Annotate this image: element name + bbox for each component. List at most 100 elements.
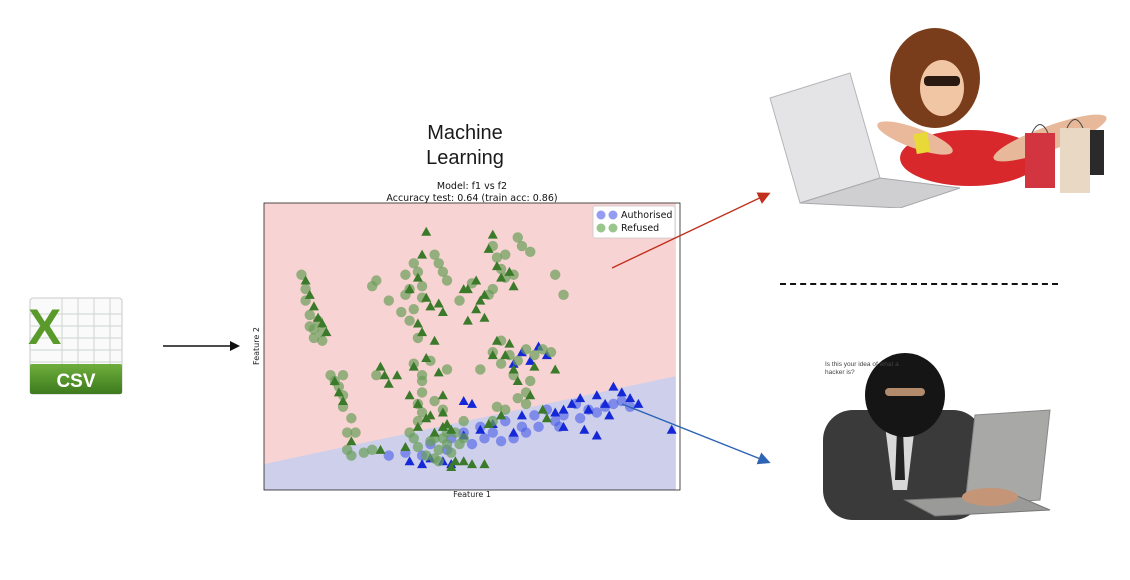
authorised-triangle-point [604, 410, 615, 420]
refused-triangle-point [383, 378, 394, 388]
refused-triangle-point [475, 295, 486, 305]
authorised-point [574, 413, 586, 424]
refused-point [337, 370, 349, 381]
y-axis-label: Feature 2 [252, 327, 261, 365]
refused-triangle-point [446, 462, 457, 472]
refused-triangle-point [479, 459, 490, 469]
authorised-triangle-point [625, 393, 636, 403]
authorised-triangle-point [458, 396, 469, 406]
authorised-triangle-point [575, 393, 586, 403]
dashed-separator [780, 283, 1058, 285]
chart-title-line-2: Accuracy test: 0.64 (train acc: 0.86) [386, 193, 557, 204]
refused-triangle-point [333, 387, 344, 397]
input-arrow [163, 341, 240, 351]
refused-point [366, 281, 378, 292]
refused-triangle-point [537, 404, 548, 414]
refused-point [416, 387, 428, 398]
legend-authorised-marker-2 [608, 210, 618, 220]
refused-triangle-point [404, 390, 415, 400]
refused-triangle-point [462, 284, 473, 294]
refused-triangle-point [379, 370, 390, 380]
refused-triangle-point [313, 312, 324, 322]
refused-point [400, 269, 411, 280]
refused-point [396, 306, 407, 318]
refused-point [358, 447, 370, 458]
refused-triangle-point [529, 361, 540, 371]
refused-triangle-point [450, 456, 461, 466]
refused-point [512, 392, 523, 404]
authorised-triangle-point [525, 355, 536, 365]
refused-triangle-point [496, 410, 507, 420]
refused-point [429, 395, 440, 407]
shopping-bag-red [1025, 133, 1055, 188]
legend-refused-marker-2 [608, 223, 618, 233]
csv-icon-label: CSV [56, 371, 95, 392]
authorised-triangle-point [566, 398, 577, 408]
refused-point [491, 252, 503, 263]
refused-triangle-point [425, 301, 436, 311]
authorised-point [608, 398, 619, 410]
authorised-point [533, 421, 544, 433]
refused-point [437, 266, 449, 278]
refused-triangle-point [462, 315, 473, 325]
refused-point [495, 358, 507, 369]
refused-triangle-point [400, 441, 411, 451]
refused-triangle-point [300, 275, 311, 285]
refused-point [433, 444, 444, 456]
hacker-image [823, 353, 1051, 520]
refused-point [525, 246, 536, 257]
refused-triangle-point [467, 459, 477, 469]
legend-refused-label: Refused [621, 223, 659, 234]
authorised-point [466, 438, 478, 450]
refused-point [350, 427, 361, 438]
authorised-point [520, 427, 532, 438]
refused-triangle-point [525, 390, 536, 400]
refused-triangle-point [550, 364, 561, 374]
authorised-triangle-point [508, 427, 519, 437]
csv-icon-letter: X [28, 299, 61, 355]
shopping-bag-beige [1060, 128, 1090, 193]
refused-point [475, 364, 486, 375]
refused-point [512, 355, 523, 367]
chart-title-line-1: Model: f1 vs f2 [437, 181, 507, 192]
refused-triangle-point [392, 370, 403, 380]
hacker-hands [962, 488, 1018, 506]
refused-point [550, 269, 561, 280]
refused-triangle-point [446, 424, 457, 434]
machine-learning-title: Machine Learning [400, 121, 530, 171]
refused-triangle-point [346, 436, 357, 446]
refused-point [529, 349, 540, 361]
refused-point [408, 258, 419, 269]
refused-triangle-point [408, 361, 419, 371]
refused-point [512, 232, 523, 243]
refused-triangle-point [412, 318, 423, 328]
title-line-1: Machine [427, 122, 503, 144]
refused-triangle-point [421, 352, 432, 362]
refused-point [500, 249, 511, 260]
refused-point [342, 427, 353, 438]
refused-point [308, 332, 320, 344]
refused-triangle-point [479, 289, 490, 299]
refused-point [408, 303, 419, 315]
authorised-triangle-point [467, 398, 477, 408]
refused-triangle-point [425, 410, 436, 420]
refused-triangle-point [412, 398, 423, 408]
refused-triangle-point [412, 421, 423, 431]
refused-triangle-point [487, 229, 498, 239]
authorised-point [529, 410, 540, 421]
plot-frame [263, 202, 681, 491]
authorised-point [591, 407, 602, 418]
refused-triangle-point [500, 350, 511, 360]
refused-triangle-point [404, 284, 415, 294]
refused-point [304, 309, 315, 321]
authorised-point [479, 433, 490, 444]
refused-point [441, 364, 453, 375]
authorised-triangle-point [579, 424, 590, 434]
refused-triangle-point [491, 261, 502, 271]
refused-point [421, 450, 432, 461]
authorised-point [487, 427, 498, 438]
chart-legend: Authorised Refused [592, 205, 676, 239]
legend-authorised-marker-1 [596, 210, 606, 220]
refused-triangle-point [338, 396, 349, 406]
refused-triangle-point [458, 456, 469, 466]
